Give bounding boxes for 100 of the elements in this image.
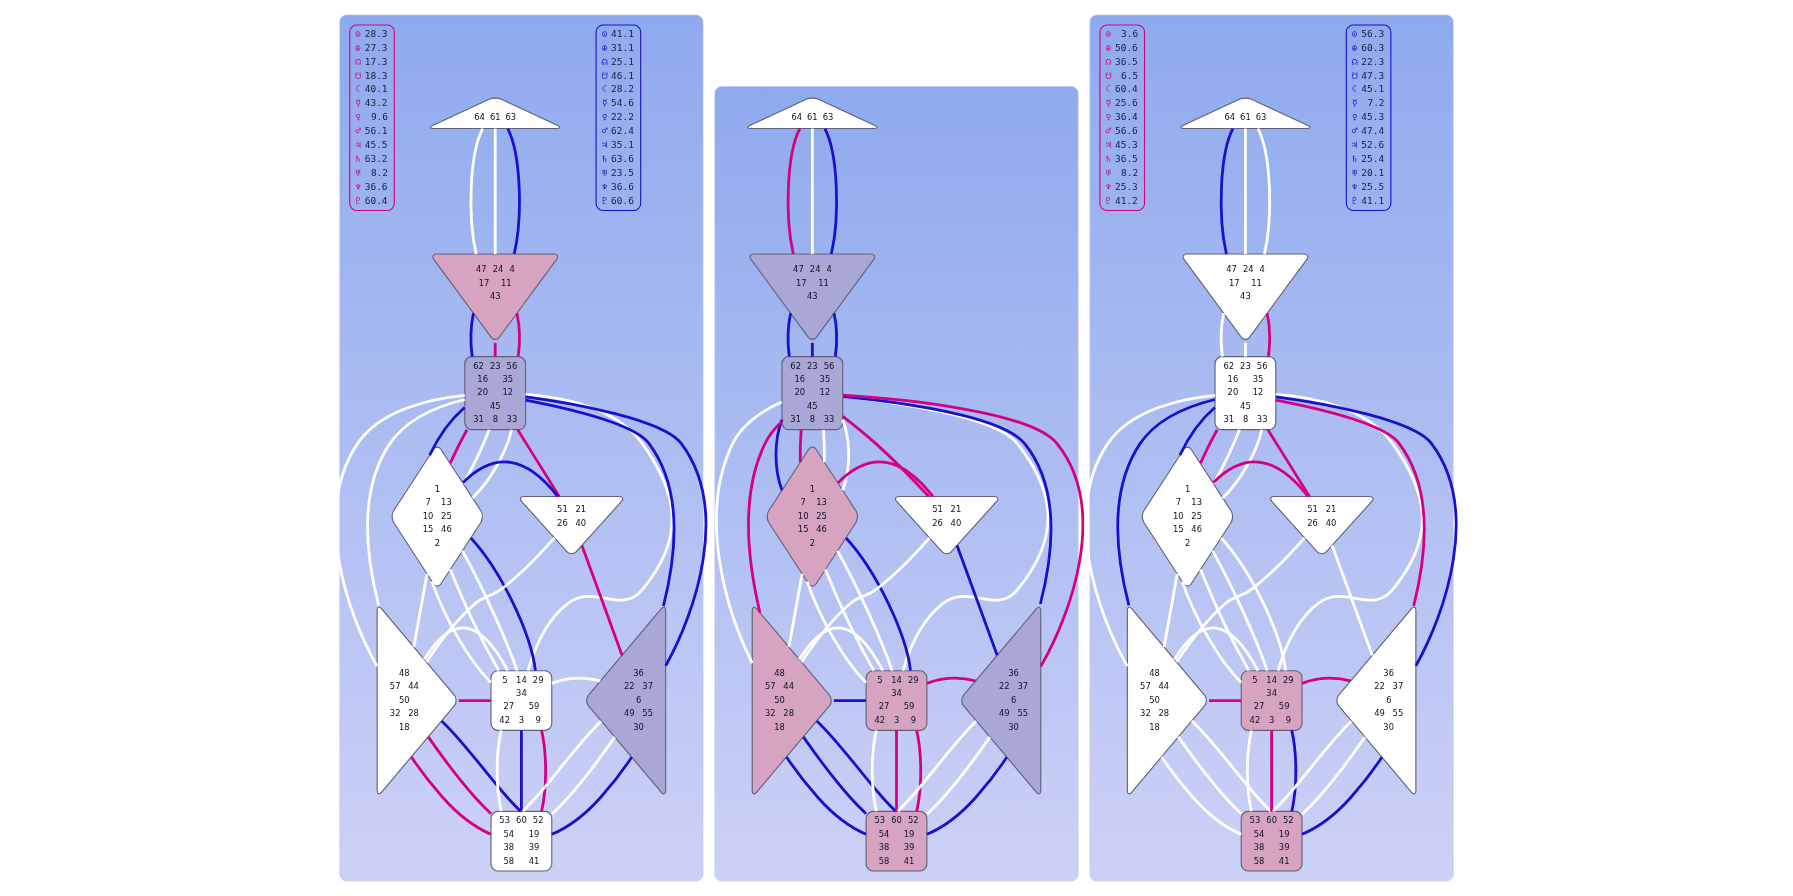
connector bbox=[1266, 429, 1311, 498]
connector bbox=[1208, 699, 1242, 702]
connector bbox=[1220, 537, 1288, 671]
connector bbox=[926, 756, 1008, 836]
connector bbox=[1270, 730, 1273, 812]
connector bbox=[425, 536, 556, 663]
connector bbox=[800, 536, 931, 663]
connector bbox=[366, 398, 466, 606]
connector bbox=[897, 720, 978, 813]
connector bbox=[798, 626, 885, 672]
connector bbox=[580, 545, 624, 656]
connector bbox=[525, 395, 708, 667]
node-box: 62 23 56 16 35 20 12 45 31 8 33 bbox=[781, 356, 844, 431]
node-box: ⊙ 28.3 ⊕ 27.3 ☊ 17.3 ☋ 18.3 ☾ 40.1 ☿ 43.2 ♀ 9.6 ♂ 56.1 ♃ 45.5 ♄ 63.2 ♅ 8.2 ♆ 36.6 ♇ 60.4 bbox=[349, 24, 395, 212]
connector bbox=[462, 429, 491, 485]
connector bbox=[841, 415, 930, 498]
connector bbox=[448, 569, 500, 672]
connector bbox=[715, 400, 783, 664]
connector bbox=[551, 736, 616, 816]
connector bbox=[1162, 573, 1179, 648]
connector bbox=[810, 342, 814, 357]
connector bbox=[824, 569, 875, 672]
connector bbox=[926, 676, 976, 685]
connector bbox=[462, 460, 559, 498]
connector bbox=[926, 736, 991, 816]
connector bbox=[833, 699, 866, 702]
connector bbox=[1180, 581, 1243, 684]
connector bbox=[1173, 626, 1260, 672]
connector bbox=[525, 392, 674, 671]
node-box: 62 23 56 16 35 20 12 45 31 8 33 bbox=[464, 356, 527, 431]
cluster bbox=[339, 14, 704, 882]
connector bbox=[1219, 312, 1225, 357]
node-box: 53 60 52 54 19 38 39 58 41 bbox=[865, 810, 928, 872]
connector bbox=[1190, 719, 1272, 813]
connector bbox=[786, 312, 792, 357]
connector bbox=[495, 730, 503, 812]
connector bbox=[1275, 392, 1424, 671]
connector bbox=[774, 419, 784, 491]
connector bbox=[805, 581, 868, 684]
connector bbox=[448, 429, 469, 464]
connector bbox=[410, 756, 492, 836]
connector bbox=[955, 545, 999, 656]
connector bbox=[1177, 736, 1243, 815]
connector bbox=[423, 626, 509, 672]
connector bbox=[832, 312, 838, 357]
cluster bbox=[1089, 14, 1454, 882]
connector bbox=[786, 128, 802, 255]
connector bbox=[1301, 756, 1383, 836]
connector bbox=[1330, 545, 1374, 656]
connector bbox=[837, 460, 934, 498]
node-box: 62 23 56 16 35 20 12 45 31 8 33 bbox=[1214, 356, 1277, 431]
connector bbox=[551, 756, 633, 836]
connector bbox=[798, 429, 803, 463]
node-box: 53 60 52 54 19 38 39 58 41 bbox=[1240, 810, 1303, 872]
connector bbox=[1290, 730, 1298, 812]
connector bbox=[1244, 342, 1247, 357]
connector bbox=[1275, 398, 1426, 607]
connector bbox=[841, 419, 851, 491]
node-box: ⊙ 56.3 ⊕ 60.3 ☊ 22.3 ☋ 47.3 ☾ 45.1 ☿ 7.2 ♀ 45.3 ♂ 47.4 ♃ 52.6 ♄ 25.4 ♅ 20.1 ♆ 25.5 ♇ 41.1 bbox=[1345, 24, 1392, 212]
connector bbox=[1245, 730, 1253, 812]
node-box: 5 14 29 34 27 59 42 3 9 bbox=[1240, 670, 1303, 731]
connector bbox=[1084, 393, 1216, 667]
connector bbox=[506, 128, 521, 255]
connector bbox=[895, 730, 898, 812]
connector bbox=[1175, 536, 1306, 663]
connector bbox=[1160, 756, 1242, 836]
connector bbox=[785, 756, 867, 836]
connector bbox=[427, 736, 492, 815]
connector bbox=[1265, 312, 1272, 357]
connector bbox=[802, 736, 868, 815]
connector bbox=[493, 342, 497, 357]
node-box: ⊙ 3.6 ⊕ 50.6 ☊ 36.5 ☋ 6.5 ☾ 60.4 ☿ 25.6 ♀ 36.4 ♂ 56.6 ♃ 45.3 ♄ 36.5 ♅ 8.2 ♆ 25.3 ♇ 41.2 bbox=[1099, 24, 1146, 212]
connector bbox=[1212, 460, 1310, 498]
connector bbox=[1116, 398, 1216, 606]
connector bbox=[1212, 429, 1241, 485]
connector bbox=[1244, 128, 1247, 254]
connector bbox=[458, 699, 491, 702]
connector bbox=[1199, 429, 1219, 464]
connector bbox=[520, 730, 523, 812]
connector bbox=[515, 312, 521, 357]
node-box: 5 14 29 34 27 59 42 3 9 bbox=[865, 670, 928, 731]
connector bbox=[469, 128, 484, 255]
connector bbox=[412, 573, 429, 648]
connector bbox=[521, 720, 603, 813]
connector bbox=[842, 393, 1085, 668]
connector bbox=[1211, 550, 1269, 672]
connector bbox=[1256, 128, 1272, 255]
connector bbox=[471, 429, 513, 499]
connector bbox=[1272, 720, 1353, 813]
connector bbox=[525, 398, 676, 607]
connector bbox=[823, 128, 838, 255]
connector bbox=[746, 420, 783, 614]
connector bbox=[787, 573, 804, 648]
connector bbox=[815, 719, 897, 813]
connector bbox=[440, 719, 522, 813]
connector bbox=[822, 429, 826, 463]
connector bbox=[870, 730, 878, 812]
connector bbox=[493, 128, 497, 254]
connector bbox=[469, 312, 475, 357]
connector bbox=[915, 730, 923, 812]
